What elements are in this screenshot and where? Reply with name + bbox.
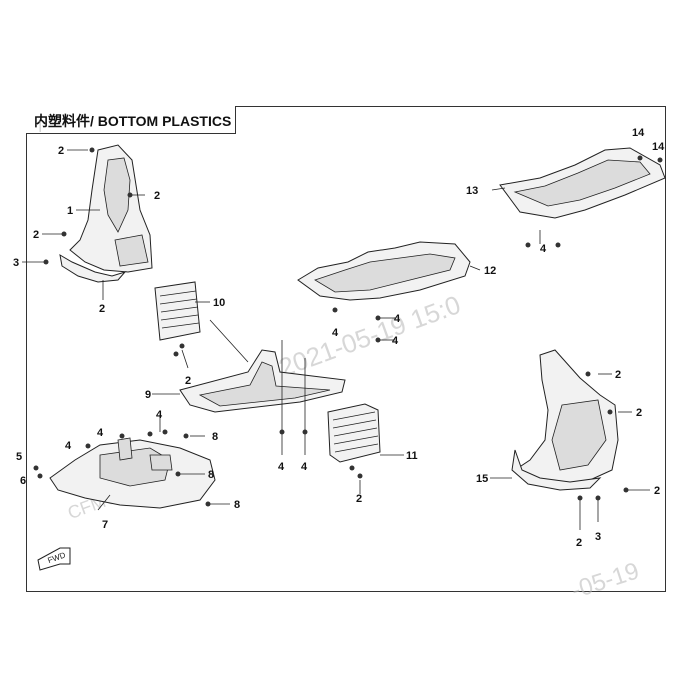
title-box: 内塑料件/ BOTTOM PLASTICS [26,106,236,134]
callout-2: 2 [185,375,191,387]
callout-6: 6 [20,475,26,487]
part-7-frame-bracket [49,437,216,509]
callout-4: 4 [301,461,308,473]
callout-10: 10 [213,297,225,309]
callout-4: 4 [65,440,72,452]
part-1-fender-liner [59,144,153,283]
callout-2: 2 [636,407,642,419]
callout-8: 8 [208,469,214,481]
callout-2: 2 [576,537,582,549]
callout-2: 2 [58,145,64,157]
page-title: 内塑料件/ BOTTOM PLASTICS [34,113,232,129]
callout-13: 13 [466,185,478,197]
callout-4: 4 [540,243,547,255]
callout-2: 2 [356,493,362,505]
callout-3: 3 [13,257,19,269]
part-10-vent-louver [154,281,201,341]
callout-15: 15 [476,473,488,485]
callout-2: 2 [654,485,660,497]
callout-4: 4 [392,335,399,347]
leader-lines [22,149,650,530]
callout-14: 14 [632,127,645,139]
callout-4: 4 [394,313,401,325]
watermark-top: 2021-05-19 15:0 [275,289,465,382]
callout-5: 5 [16,451,22,463]
callout-8: 8 [234,499,240,511]
watermark-corner: I [38,119,42,136]
callout-9: 9 [145,389,151,401]
callout-2: 2 [615,369,621,381]
fastener-bolts [33,147,663,507]
callout-2: 2 [154,190,160,202]
watermark-bottom: -05-19 [568,557,642,604]
callout-4: 4 [97,427,104,439]
drawing-frame [26,106,666,592]
callout-12: 12 [484,265,496,277]
callout-1: 1 [67,205,73,217]
callout-3: 3 [595,531,601,543]
callout-4: 4 [278,461,285,473]
callout-2: 2 [33,229,39,241]
part-15-fender-liner [511,349,619,491]
part-11-vent-louver [327,403,381,463]
part-13-rear-skid-plate [499,147,666,219]
part-9-floor-plate [179,349,346,413]
callout-14: 14 [652,141,665,153]
callout-8: 8 [212,431,218,443]
callout-2: 2 [99,303,105,315]
callout-4: 4 [156,409,163,421]
callout-11: 11 [406,450,418,462]
part-12-skid-plate [297,241,471,301]
fwd-arrow: FWD [37,547,71,571]
callout-7: 7 [102,519,108,531]
callout-4: 4 [332,327,339,339]
